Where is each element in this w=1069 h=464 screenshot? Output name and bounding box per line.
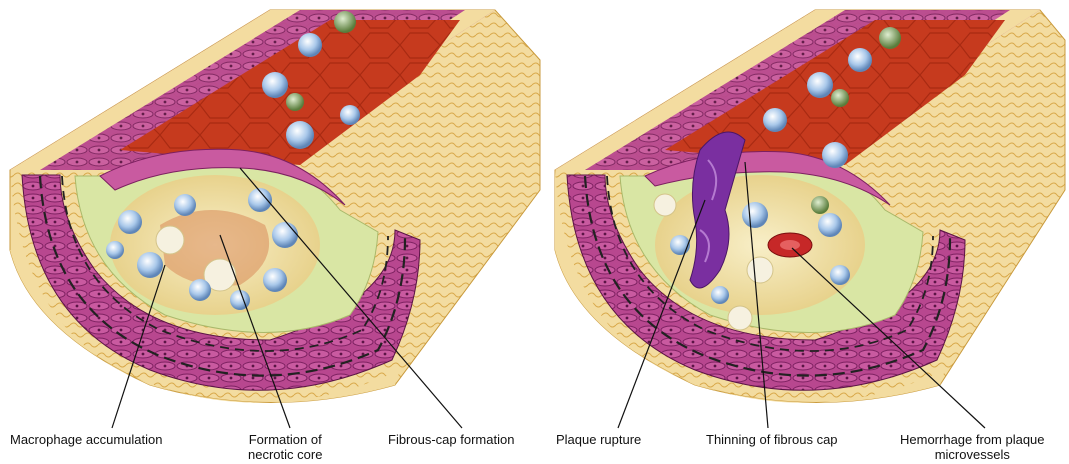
label-plaque-rupture: Plaque rupture [556,432,641,447]
right-artery [555,10,1065,403]
label-hemorrhage: Hemorrhage from plaque microvessels [900,432,1045,462]
left-artery [10,10,540,403]
label-necrotic-core: Formation of necrotic core [248,432,322,462]
label-fibrous-cap-formation: Fibrous-cap formation [388,432,514,447]
label-macrophage-accumulation: Macrophage accumulation [10,432,162,447]
label-thinning-fibrous-cap: Thinning of fibrous cap [706,432,838,447]
